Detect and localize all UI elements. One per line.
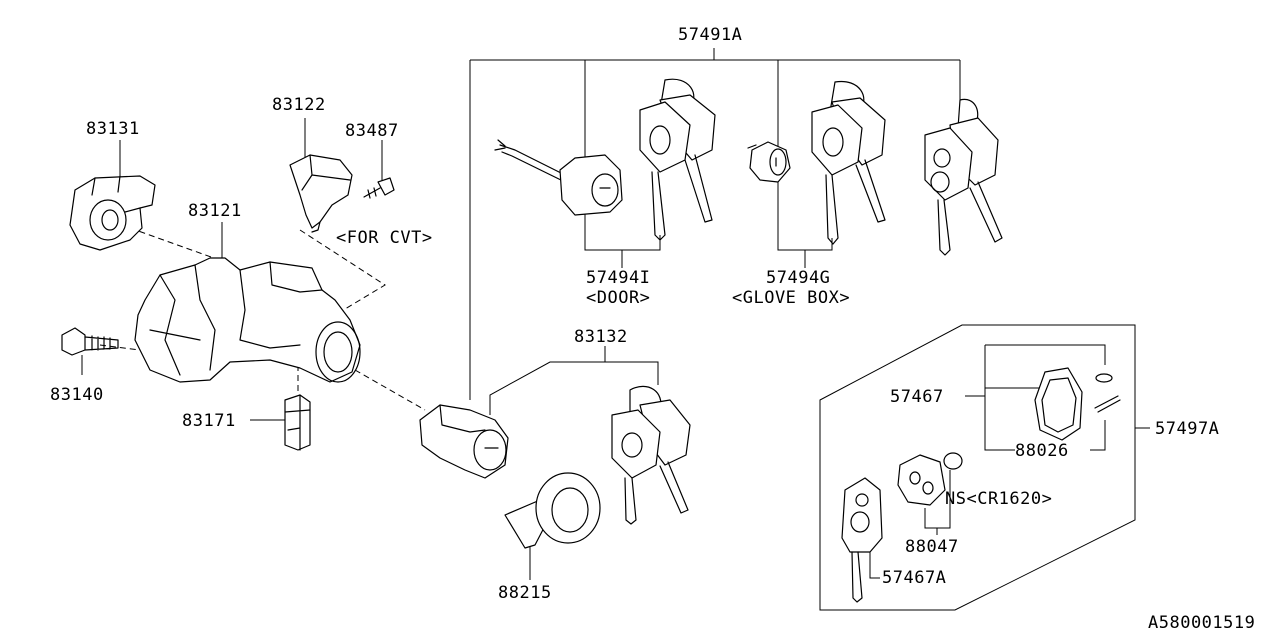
- label-83131: 83131: [86, 119, 140, 139]
- part-83132-icon: [419, 404, 509, 479]
- label-door: <DOOR>: [586, 288, 650, 308]
- part-83131-icon: [69, 175, 156, 251]
- label-83121: 83121: [188, 201, 242, 221]
- label-83487: 83487: [345, 121, 399, 141]
- part-57494I-icon: [494, 139, 623, 216]
- key-pair-4-icon: [611, 385, 691, 525]
- label-88047: 88047: [905, 537, 959, 557]
- part-labels: 57491A 83122 83487 83131 83121 <FOR CVT>…: [50, 25, 1255, 633]
- label-glove-box: <GLOVE BOX>: [732, 288, 850, 308]
- label-88215: 88215: [498, 583, 552, 603]
- key-pair-2-icon: [811, 80, 886, 245]
- label-88026: 88026: [1015, 441, 1069, 461]
- label-57494I: 57494I: [586, 268, 650, 288]
- part-83121-icon: [134, 257, 361, 383]
- part-57467A-icon: [841, 477, 883, 603]
- label-83171: 83171: [182, 411, 236, 431]
- part-57467-icon: [1034, 367, 1121, 441]
- key-pair-1-icon: [639, 78, 716, 241]
- assembly-dash-lines: [99, 227, 426, 411]
- leader-lines: [81, 48, 1150, 611]
- label-57494G: 57494G: [766, 268, 830, 288]
- label-for-cvt: <FOR CVT>: [336, 228, 433, 248]
- part-83140-icon: [61, 327, 119, 356]
- label-57491A: 57491A: [678, 25, 742, 45]
- label-83132: 83132: [574, 327, 628, 347]
- part-88215-icon: [504, 472, 601, 549]
- label-83140: 83140: [50, 385, 104, 405]
- label-57497A: 57497A: [1155, 419, 1219, 439]
- diagram-id: A580001519: [1148, 613, 1255, 633]
- label-ns-cr1620: NS<CR1620>: [945, 489, 1052, 509]
- key-pair-3-icon: [924, 98, 1003, 256]
- part-83487-icon: [363, 177, 395, 199]
- label-57467: 57467: [890, 387, 944, 407]
- part-88047-icon: [897, 452, 963, 506]
- label-57467A: 57467A: [882, 568, 946, 588]
- label-83122: 83122: [272, 95, 326, 115]
- part-57494G-icon: [747, 141, 791, 183]
- part-83171-icon: [284, 394, 311, 451]
- part-83122-icon: [289, 154, 353, 233]
